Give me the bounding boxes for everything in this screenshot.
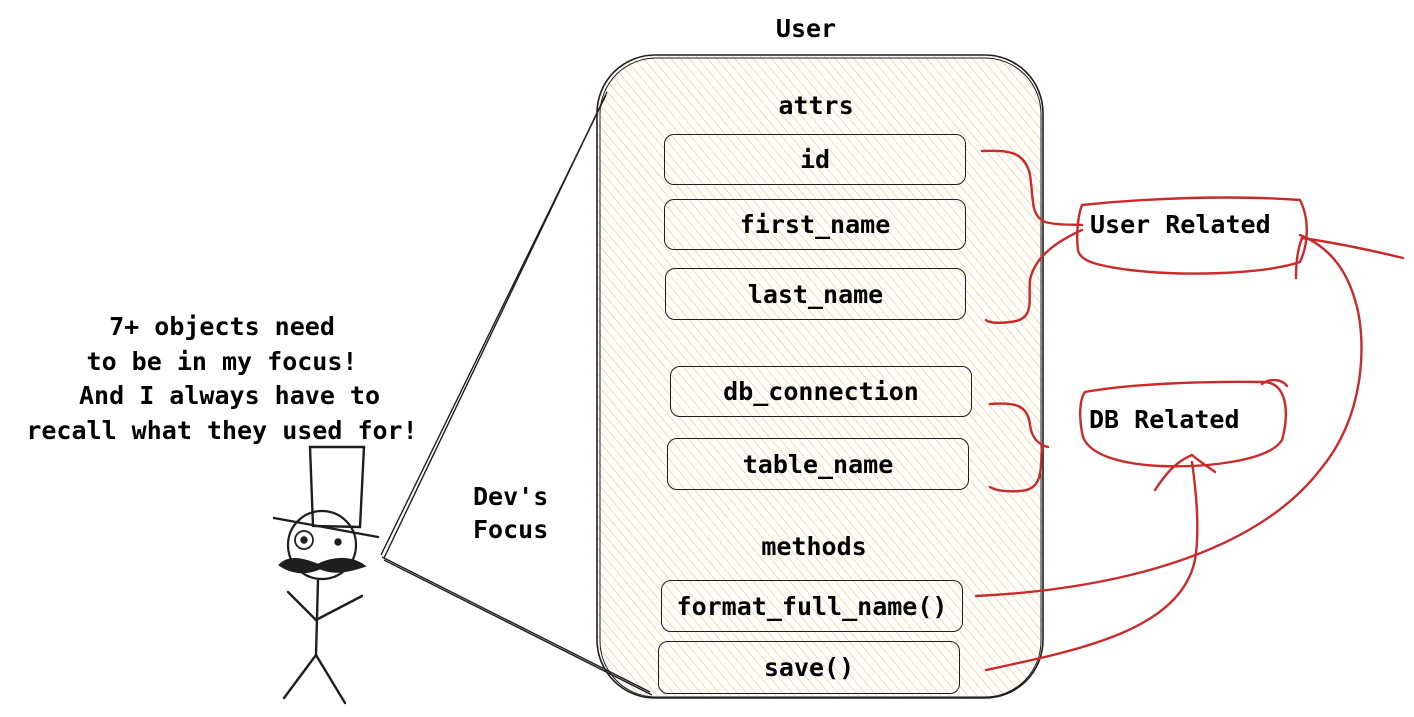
field-last-name: last_name [665,268,966,320]
user-related-label: User Related [1090,210,1271,239]
user-class-box [596,54,1044,699]
method-format-full-name: format_full_name() [661,580,963,632]
dev-focus-line-2: Focus [473,515,549,544]
arrow-format-full-name [974,233,1363,598]
method-save: save() [658,641,960,694]
quote-line-3: And I always have to [63,381,381,410]
top-hat-icon [308,445,366,529]
mustache-icon [278,557,367,574]
db-brace [988,402,1050,493]
stick-figure [272,445,380,705]
methods-label: methods [761,532,867,561]
quote-line-1: 7+ objects need [109,312,335,341]
quote-line-2: to be in my focus! [86,346,358,376]
field-db-connection: db_connection [670,366,972,417]
user-brace [980,149,1084,325]
dev-focus-label: Dev's Focus [473,480,548,546]
focus-cone [380,91,653,696]
field-table-name: table_name [667,438,969,490]
db-related-label: DB Related [1089,405,1240,434]
db-related-bubble [1079,380,1288,468]
field-first-name: first_name [664,199,966,250]
user-related-bubble [1076,196,1308,275]
class-title: User [775,14,837,43]
quote-text: 7+ objects need to be in my focus! And I… [0,310,444,448]
field-id: id [664,134,966,185]
arrow-save [984,460,1199,672]
quote-line-4: recall what they used for! [26,415,418,445]
attrs-label: attrs [778,91,854,120]
dev-focus-line-1: Dev's [473,482,549,511]
